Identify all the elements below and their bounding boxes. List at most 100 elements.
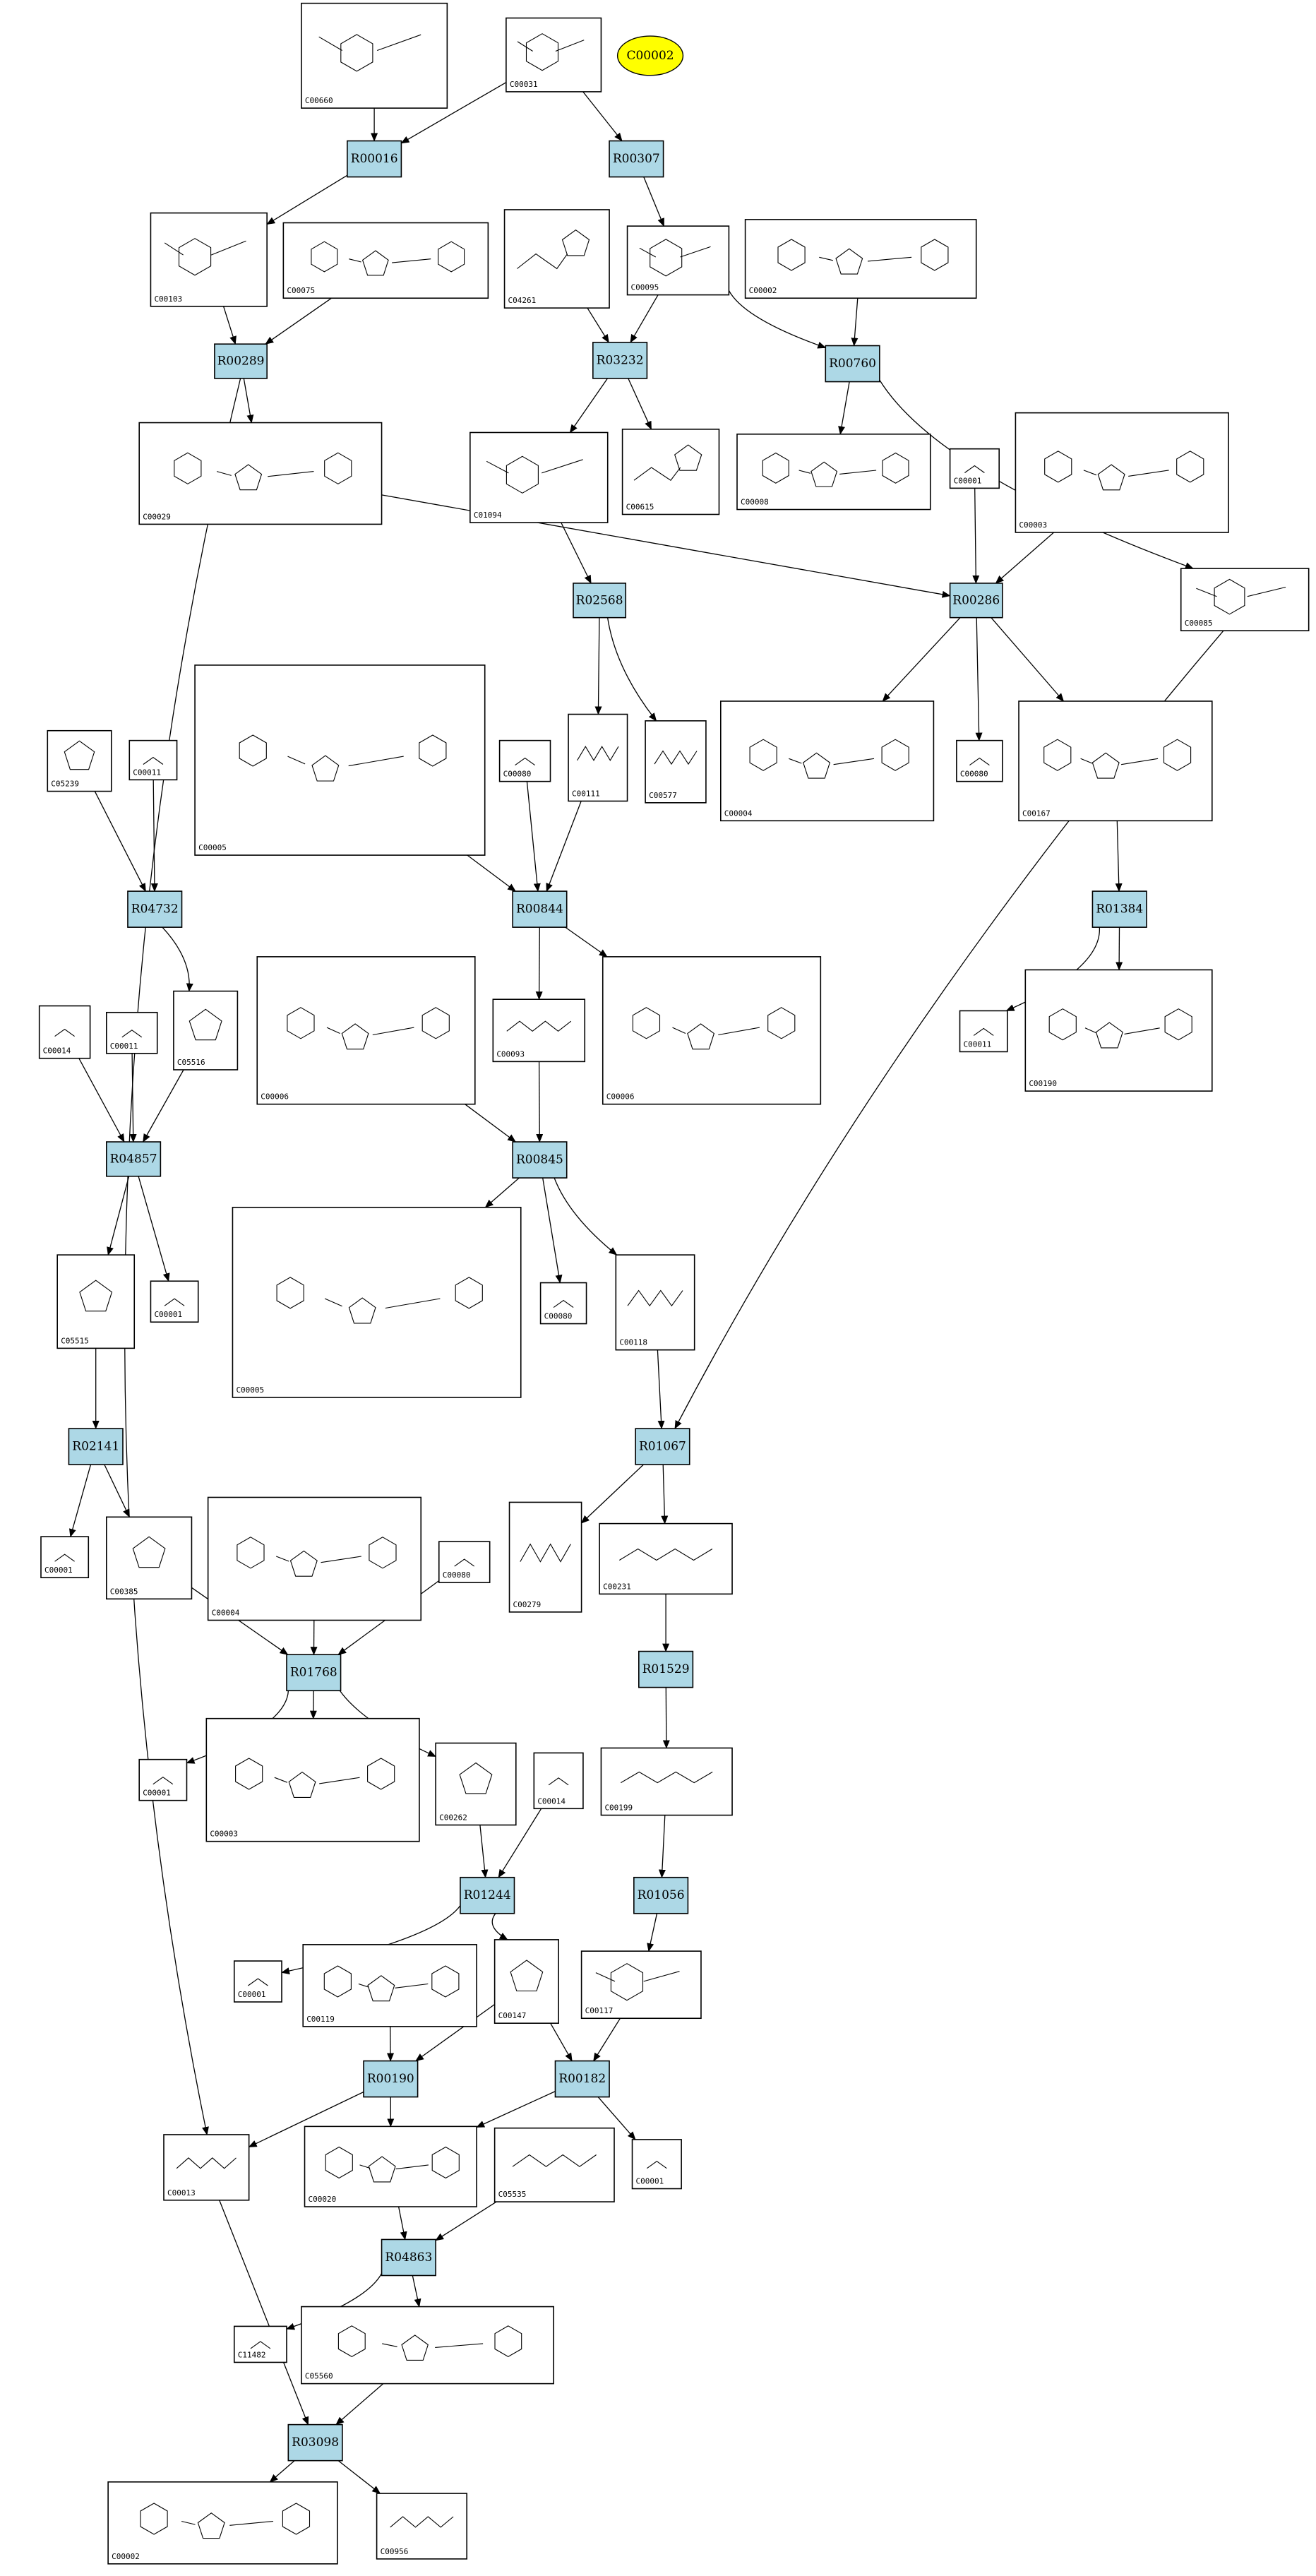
compound-node[interactable]: C00001	[150, 1280, 199, 1323]
bond-lines	[454, 1558, 475, 1567]
compound-node[interactable]: C00020	[304, 2125, 477, 2207]
reaction-id-label: R01244	[464, 1888, 511, 1902]
reaction-node[interactable]: R00190	[363, 2060, 419, 2098]
compound-node[interactable]: C00167	[1018, 700, 1213, 822]
reaction-node[interactable]: R04732	[127, 890, 183, 928]
compound-node[interactable]: C00031	[506, 17, 602, 93]
compound-node[interactable]: C00008	[736, 433, 931, 511]
compound-node[interactable]: C00011	[106, 1011, 158, 1054]
compound-node[interactable]: C11482	[233, 2325, 287, 2363]
highlighted-compound[interactable]: C00002	[616, 35, 684, 76]
reaction-node[interactable]: R01244	[460, 1876, 515, 1914]
ring-bond-lines	[325, 2146, 353, 2179]
reaction-node[interactable]: R04857	[106, 1141, 162, 1177]
compound-node[interactable]: C00080	[539, 1282, 587, 1325]
compound-id-label: C00004	[724, 809, 753, 818]
compound-node[interactable]: C00103	[150, 212, 268, 307]
reaction-node[interactable]: R00016	[347, 140, 402, 178]
compound-node[interactable]: C00095	[626, 225, 730, 296]
compound-node[interactable]: C00080	[956, 739, 1003, 782]
reaction-edge-arrow	[107, 1176, 130, 1256]
compound-id-label: C00231	[603, 1582, 631, 1591]
reaction-node[interactable]: R01529	[638, 1650, 694, 1688]
compound-node[interactable]: C00660	[301, 2, 448, 109]
ring-bond-lines	[810, 461, 838, 487]
compound-node[interactable]: C00006	[256, 956, 476, 1105]
reaction-node[interactable]: R00182	[554, 2060, 610, 2098]
compound-node[interactable]: C00231	[599, 1522, 733, 1595]
reaction-node[interactable]: R02568	[573, 583, 627, 619]
compound-node[interactable]: C00003	[205, 1717, 420, 1842]
compound-node[interactable]: C00085	[1180, 568, 1310, 631]
compound-node[interactable]: C05516	[173, 990, 239, 1071]
reaction-edge-arrow	[561, 522, 592, 584]
compound-node[interactable]: C05515	[56, 1254, 136, 1349]
reaction-node[interactable]: R00307	[609, 140, 664, 178]
reaction-node[interactable]: R01067	[635, 1428, 690, 1465]
compound-node[interactable]: C00262	[435, 1742, 517, 1826]
reaction-node[interactable]: R00844	[512, 890, 568, 928]
compound-node[interactable]: C00001	[40, 1536, 90, 1578]
compound-node[interactable]: C00003	[1015, 412, 1229, 533]
compound-node[interactable]: C00004	[207, 1496, 422, 1621]
reaction-node[interactable]: R02141	[68, 1428, 124, 1465]
compound-node[interactable]: C05239	[47, 729, 112, 792]
compound-node[interactable]: C00001	[138, 1758, 188, 1801]
bond-lines	[553, 1299, 574, 1308]
compound-node[interactable]: C04261	[503, 209, 610, 309]
compound-node[interactable]: C05535	[494, 2127, 615, 2202]
compound-node[interactable]: C00147	[494, 1939, 559, 2024]
reaction-edge-arrow	[143, 1069, 184, 1143]
compound-node[interactable]: C00119	[302, 1944, 477, 2027]
reaction-node[interactable]: R00286	[949, 583, 1003, 619]
reaction-node[interactable]: R03098	[287, 2423, 343, 2462]
compound-node[interactable]: C00385	[106, 1516, 193, 1600]
compound-node[interactable]: C00005	[232, 1207, 522, 1398]
compound-node[interactable]: C00014	[533, 1752, 584, 1810]
ring-bond-lines	[777, 239, 806, 271]
compound-node[interactable]: C00002	[107, 2481, 338, 2565]
compound-box	[150, 1280, 199, 1323]
reaction-node[interactable]: R01384	[1091, 890, 1147, 928]
reaction-node[interactable]: R00760	[825, 345, 880, 383]
reaction-edge-arrow	[606, 617, 657, 722]
compound-node[interactable]: C00080	[498, 739, 551, 782]
reaction-node[interactable]: R00845	[512, 1141, 568, 1179]
compound-node[interactable]: C00006	[602, 956, 822, 1105]
compound-node[interactable]: C00014	[38, 1005, 91, 1059]
compound-node[interactable]: C00117	[580, 1950, 702, 2020]
reaction-node[interactable]: R01768	[286, 1654, 342, 1692]
reaction-node[interactable]: R03232	[592, 342, 648, 379]
compound-id-label: C00118	[619, 1338, 647, 1347]
compound-node[interactable]: C05560	[301, 2306, 554, 2385]
reaction-edge-arrow	[643, 177, 665, 227]
compound-node[interactable]: C00615	[621, 429, 720, 515]
compound-id-label: C00005	[236, 1385, 264, 1395]
reaction-node[interactable]: R00289	[214, 343, 268, 379]
compound-node[interactable]: C00011	[128, 739, 178, 781]
compound-node[interactable]: C00577	[645, 720, 707, 804]
compound-box	[194, 664, 486, 856]
compound-node[interactable]: C00029	[138, 422, 383, 525]
reaction-node[interactable]: R04863	[381, 2238, 436, 2277]
compound-node[interactable]: C00001	[233, 1960, 282, 2003]
reaction-node[interactable]: R01056	[633, 1876, 689, 1914]
compound-node[interactable]: C00956	[376, 2493, 467, 2560]
compound-node[interactable]: C00004	[719, 700, 935, 822]
compound-node[interactable]: C01094	[469, 431, 609, 523]
compound-node[interactable]: C00075	[282, 222, 489, 299]
compound-node[interactable]: C00199	[600, 1747, 733, 1816]
compound-node[interactable]: C00190	[1024, 969, 1213, 1092]
compound-node[interactable]: C00013	[163, 2134, 250, 2201]
compound-node[interactable]: C00279	[508, 1501, 582, 1613]
compound-node[interactable]: C00111	[568, 713, 628, 802]
compound-node[interactable]: C00005	[194, 664, 486, 856]
compound-node[interactable]: C00001	[631, 2139, 682, 2190]
compound-node[interactable]: C00118	[615, 1254, 695, 1351]
compound-node[interactable]: C00011	[959, 1010, 1008, 1053]
linker-bond-lines	[358, 1983, 429, 1988]
compound-node[interactable]: C00080	[438, 1541, 491, 1583]
compound-node[interactable]: C00001	[949, 448, 1000, 489]
compound-node[interactable]: C00002	[744, 219, 977, 299]
compound-node[interactable]: C00093	[492, 998, 586, 1063]
